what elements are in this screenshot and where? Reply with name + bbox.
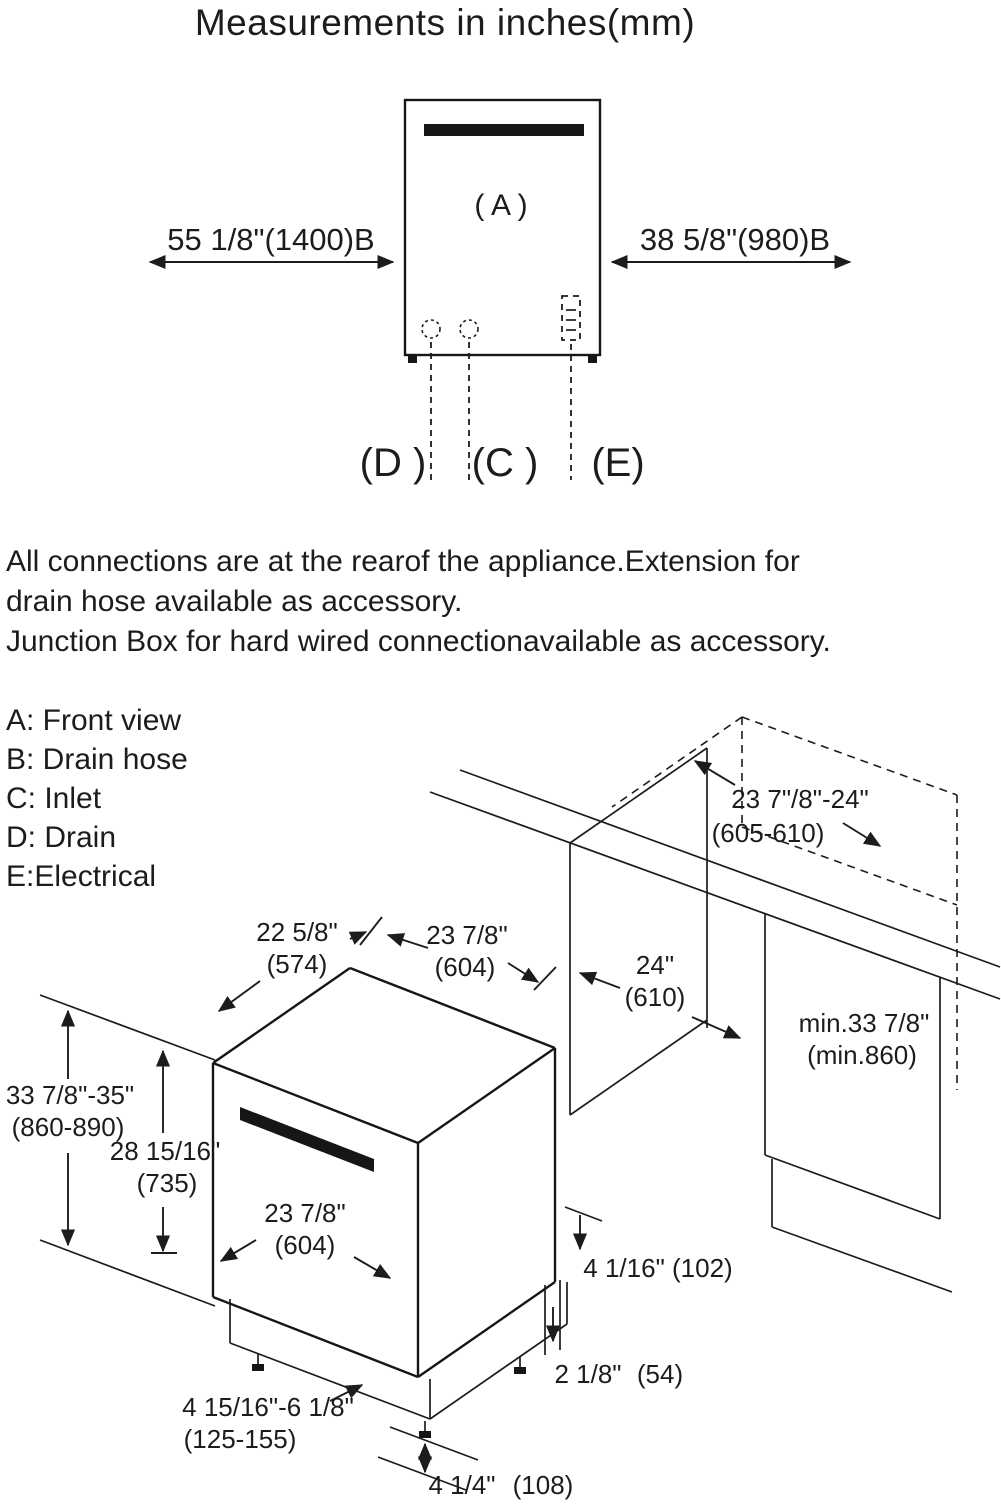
leveling-foot-icon <box>252 1354 264 1371</box>
connection-leader-lines <box>430 342 572 480</box>
legend-item-c: C: Inlet <box>6 782 102 815</box>
dim-left-label: 55 1/8"(1400)B <box>167 222 374 257</box>
label-inlet-c: (C ) <box>472 441 539 485</box>
dim-leg-height-mm: (125-155) <box>184 1424 297 1454</box>
note-line-1: All connections are at the rearof the ap… <box>6 545 800 578</box>
appliance-foot-left <box>408 355 417 363</box>
dim-niche-width-in: 24" <box>636 950 674 980</box>
note-line-3: Junction Box for hard wired connectionav… <box>6 625 831 658</box>
dim-niche-depth-in: 23 7"/8"-24" <box>731 784 869 814</box>
niche-depth-dashed-box <box>611 716 958 1090</box>
dim-niche-depth-mm: (605-610) <box>712 818 825 848</box>
front-view-diagram: ( A ) 55 1/8"(1400)B 38 5/8"(980)B (D ) … <box>148 98 852 485</box>
dim-min-height: min.33 7/8" (min.860) <box>799 1008 930 1070</box>
legend-item-a: A: Front view <box>6 704 182 737</box>
dim-top-width-mm: (604) <box>435 952 496 982</box>
legend-item-d: D: Drain <box>6 821 117 854</box>
legend-item-e: E:Electrical <box>6 860 157 893</box>
drain-connection-icon <box>421 319 441 339</box>
countertop-lines <box>429 769 1001 1000</box>
dim-top-depth: 22 5/8" (574) <box>217 916 383 1012</box>
appliance-front-outline <box>403 98 602 363</box>
label-drain-d: (D ) <box>360 441 427 485</box>
control-panel-bar <box>424 124 584 136</box>
dim-top-width-in: 23 7/8" <box>426 920 508 950</box>
dim-leg-height: 4 15/16"-6 1/8" (125-155) <box>182 1384 364 1454</box>
note-line-2: drain hose available as accessory. <box>6 585 463 618</box>
dim-front-width-in: 23 7/8" <box>264 1198 346 1228</box>
dim-leg-height-in: 4 15/16"-6 1/8" <box>182 1392 354 1422</box>
dim-rear-clearance-label: 4 1/16" (102) <box>583 1253 732 1283</box>
dim-front-width-mm: (604) <box>275 1230 336 1260</box>
dim-right-label: 38 5/8"(980)B <box>640 222 830 257</box>
installation-diagram: 33 7/8"-35" (860-890) 28 15/16" (735) 22… <box>6 716 1001 1500</box>
appliance-foot-right <box>588 355 597 363</box>
dim-body-height-mm: (735) <box>137 1168 198 1198</box>
dim-niche-depth: 23 7"/8"-24" (605-610) <box>693 760 882 848</box>
connection-notes: All connections are at the rearof the ap… <box>6 542 831 662</box>
label-front-view-a: ( A ) <box>474 189 527 222</box>
leveling-foot-icon <box>419 1421 431 1438</box>
leveling-foot-icon <box>514 1357 526 1374</box>
dim-front-width: 23 7/8" (604) <box>219 1198 392 1279</box>
dimension-right-b: 38 5/8"(980)B <box>610 222 852 270</box>
dimension-left-b: 55 1/8"(1400)B <box>148 222 395 270</box>
dim-top-depth-mm: (574) <box>267 949 328 979</box>
dim-base-depth-in: 4 1/4" <box>428 1470 495 1500</box>
legend-item-b: B: Drain hose <box>6 743 188 776</box>
legend: A: Front view B: Drain hose C: Inlet D: … <box>6 701 188 896</box>
niche-right-cabinet <box>764 913 953 1293</box>
dim-top-width: 23 7/8" (604) <box>386 920 557 991</box>
dim-total-height: 33 7/8"-35" (860-890) <box>6 1009 134 1247</box>
dim-top-depth-in: 22 5/8" <box>256 917 338 947</box>
floor-and-extension-lines <box>39 994 603 1491</box>
dim-body-height: 28 15/16" (735) <box>110 1049 220 1254</box>
rear-connections <box>421 295 581 341</box>
dishwasher-box <box>211 966 557 1379</box>
dim-total-height-mm: (860-890) <box>12 1112 125 1142</box>
dim-kick: 2 1/8" (54) <box>545 1307 683 1389</box>
dishwasher-control-bar <box>240 1107 374 1172</box>
dim-body-height-in: 28 15/16" <box>110 1136 220 1166</box>
dim-kick-in: 2 1/8" <box>554 1359 621 1389</box>
dim-niche-width-mm: (610) <box>625 982 686 1012</box>
label-electrical-e: (E) <box>591 441 644 485</box>
dim-min-height-mm: (min.860) <box>807 1040 917 1070</box>
dim-rear-clearance: 4 1/16" (102) <box>572 1215 733 1283</box>
dim-total-height-in: 33 7/8"-35" <box>6 1080 134 1110</box>
electrical-box-icon <box>561 295 581 341</box>
dim-base-depth-mm: (108) <box>513 1470 574 1500</box>
page-title: Measurements in inches(mm) <box>194 2 696 43</box>
dim-base-depth: 4 1/4" (108) <box>417 1442 574 1500</box>
niche-left-wall <box>569 747 708 1116</box>
dim-kick-mm: (54) <box>637 1359 683 1389</box>
dim-min-height-in: min.33 7/8" <box>799 1008 930 1038</box>
dim-niche-width: 24" (610) <box>578 950 742 1039</box>
inlet-connection-icon <box>459 319 479 339</box>
